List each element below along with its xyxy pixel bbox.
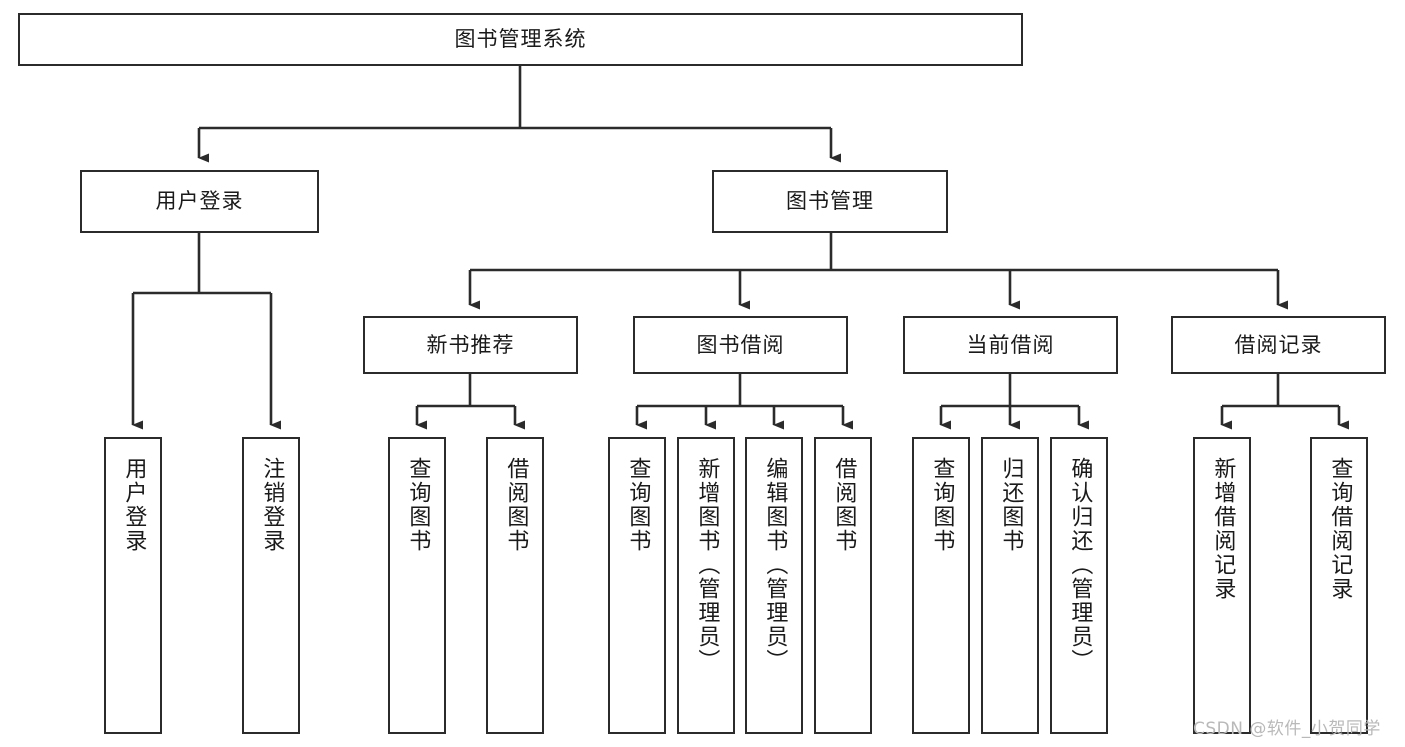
node-leaf-borrow-borrow-book-label: 借阅图书 [831,457,857,553]
node-current-borrow[interactable]: 当前借阅 [903,316,1118,374]
node-leaf-borrow-edit-book-label: 编辑图书（管理员） [762,457,788,673]
node-leaf-new-book-borrow[interactable]: 借阅图书 [486,437,544,734]
node-root-system[interactable]: 图书管理系统 [18,13,1023,66]
node-leaf-borrow-edit-book[interactable]: 编辑图书（管理员） [745,437,803,734]
node-leaf-current-confirm-return[interactable]: 确认归还（管理员） [1050,437,1108,734]
node-borrow-record-label: 借阅记录 [1234,332,1323,357]
node-leaf-user-login-logout[interactable]: 注销登录 [242,437,300,734]
node-leaf-user-login-login[interactable]: 用户登录 [104,437,162,734]
node-book-management[interactable]: 图书管理 [712,170,948,233]
node-user-login[interactable]: 用户登录 [80,170,319,233]
node-leaf-borrow-add-book[interactable]: 新增图书（管理员） [677,437,735,734]
node-book-borrow[interactable]: 图书借阅 [633,316,848,374]
node-leaf-record-query[interactable]: 查询借阅记录 [1310,437,1368,734]
node-leaf-user-login-login-label: 用户登录 [121,457,147,553]
node-leaf-current-query-book-label: 查询图书 [929,457,955,553]
node-leaf-current-return-book-label: 归还图书 [998,457,1024,553]
node-leaf-borrow-borrow-book[interactable]: 借阅图书 [814,437,872,734]
node-current-borrow-label: 当前借阅 [966,332,1055,357]
node-leaf-new-book-query[interactable]: 查询图书 [388,437,446,734]
node-borrow-record[interactable]: 借阅记录 [1171,316,1386,374]
node-book-borrow-label: 图书借阅 [696,332,785,357]
node-leaf-current-return-book[interactable]: 归还图书 [981,437,1039,734]
node-leaf-record-add[interactable]: 新增借阅记录 [1193,437,1251,734]
node-new-book-recommend-label: 新书推荐 [426,332,515,357]
node-leaf-user-login-logout-label: 注销登录 [259,457,285,553]
node-new-book-recommend[interactable]: 新书推荐 [363,316,578,374]
node-leaf-borrow-query-book-label: 查询图书 [625,457,651,553]
node-leaf-borrow-add-book-label: 新增图书（管理员） [694,457,720,673]
node-root-system-label: 图书管理系统 [454,27,587,52]
node-book-management-label: 图书管理 [786,189,874,214]
node-leaf-new-book-borrow-label: 借阅图书 [503,457,529,553]
node-leaf-borrow-query-book[interactable]: 查询图书 [608,437,666,734]
node-leaf-current-query-book[interactable]: 查询图书 [912,437,970,734]
node-leaf-current-confirm-return-label: 确认归还（管理员） [1067,457,1093,673]
node-leaf-new-book-query-label: 查询图书 [405,457,431,553]
node-user-login-label: 用户登录 [155,189,244,214]
node-leaf-record-add-label: 新增借阅记录 [1210,457,1236,601]
node-leaf-record-query-label: 查询借阅记录 [1327,457,1353,601]
